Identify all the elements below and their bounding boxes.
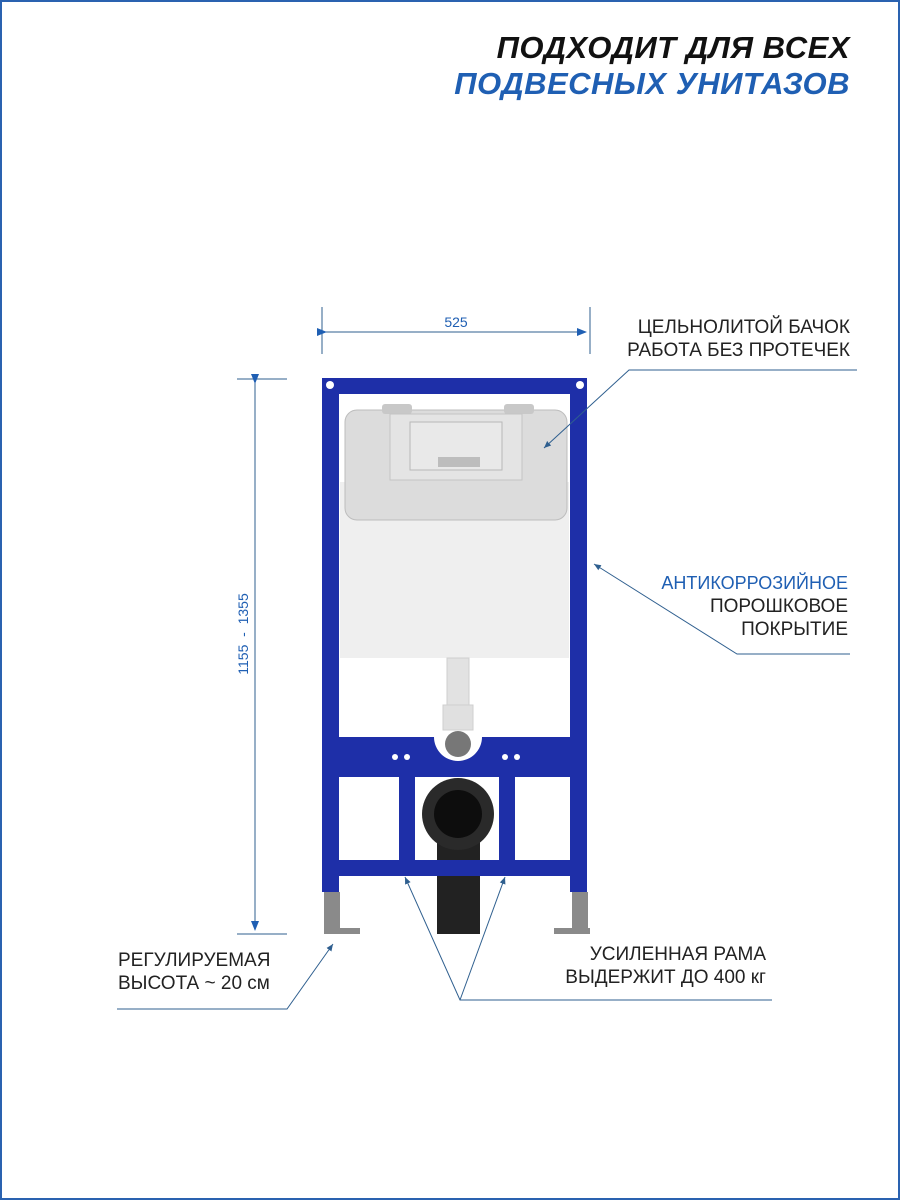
callout-coating-line3: ПОКРЫТИЕ <box>741 619 848 640</box>
width-value: 525 <box>444 314 468 330</box>
callout-coating-line2: ПОРОШКОВОЕ <box>709 596 848 617</box>
callout-tank: ЦЕЛЬНОЛИТОЙ БАЧОК РАБОТА БЕЗ ПРОТЕЧЕК <box>627 316 850 362</box>
height-dimension <box>237 374 287 935</box>
callout-frame-line1: УСИЛЕННАЯ РАМА <box>589 944 766 965</box>
cistern <box>340 404 569 731</box>
callout-height-line1: РЕГУЛИРУЕМАЯ <box>118 950 271 971</box>
callout-coating: АНТИКОРРОЗИЙНОЕ ПОРОШКОВОЕ ПОКРЫТИЕ <box>661 572 848 641</box>
callout-height-line2: ВЫСОТА ~ 20 см <box>118 973 270 994</box>
drain-pipe <box>422 778 494 934</box>
height-value: 1155 - 1355 <box>235 593 251 675</box>
headline-line2: ПОДВЕСНЫХ УНИТАЗОВ <box>454 66 850 101</box>
headline-line1: ПОДХОДИТ ДЛЯ ВСЕХ <box>496 30 850 65</box>
callout-frame-line2: ВЫДЕРЖИТ ДО 400 кг <box>565 967 766 988</box>
callout-frame: УСИЛЕННАЯ РАМА ВЫДЕРЖИТ ДО 400 кг <box>565 943 766 989</box>
steel-frame <box>322 378 587 892</box>
width-dimension <box>317 307 591 354</box>
adjustable-legs <box>324 892 590 934</box>
callout-tank-line1: ЦЕЛЬНОЛИТОЙ БАЧОК <box>637 317 850 338</box>
callout-coating-line1: АНТИКОРРОЗИЙНОЕ <box>661 573 848 593</box>
leader-lines <box>117 369 857 1010</box>
callout-tank-line2: РАБОТА БЕЗ ПРОТЕЧЕК <box>627 340 850 361</box>
callout-height: РЕГУЛИРУЕМАЯ ВЫСОТА ~ 20 см <box>118 949 270 995</box>
